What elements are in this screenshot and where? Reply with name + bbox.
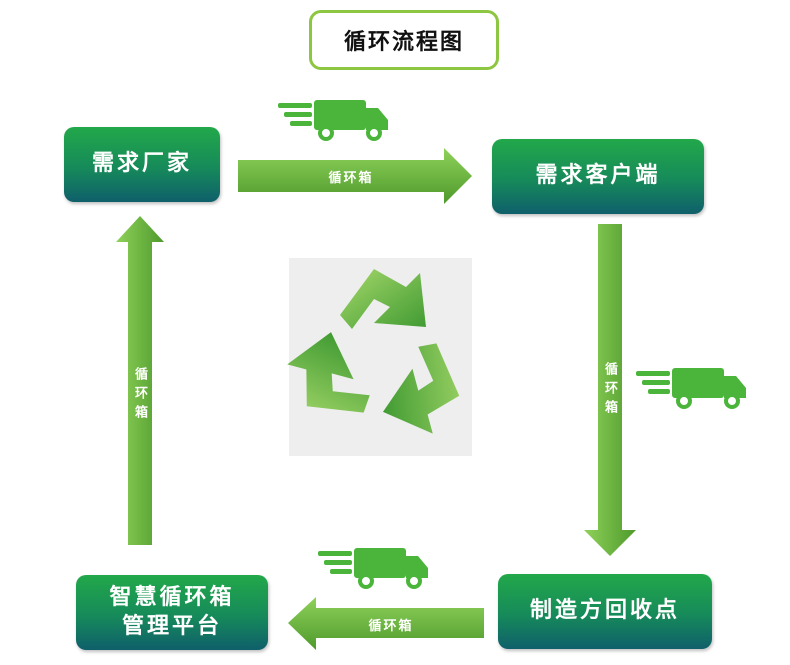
arrow-right [584, 224, 636, 556]
platform-line-1: 智慧循环箱 [109, 584, 235, 610]
arrow-right-label: 循环箱 [602, 361, 617, 419]
platform-line-2: 管理平台 [121, 613, 222, 639]
truck-icon [318, 548, 428, 589]
arrow-top [238, 148, 472, 204]
node-demand-factory: 需求厂家 [64, 127, 220, 202]
node-recycle-point: 制造方回收点 [498, 574, 712, 649]
truck-icon [278, 100, 388, 141]
diagram-title: 循环流程图 [309, 10, 499, 70]
arrow-bottom-label: 循环箱 [368, 619, 414, 634]
arrow-bottom [288, 597, 484, 650]
arrow-top-label: 循环箱 [328, 171, 374, 186]
arrow-left-label: 循环箱 [132, 366, 147, 424]
node-management-platform: 智慧循环箱 管理平台 [76, 575, 268, 650]
node-demand-client: 需求客户端 [492, 139, 704, 214]
arrow-left [116, 216, 164, 545]
truck-icon [636, 368, 746, 409]
